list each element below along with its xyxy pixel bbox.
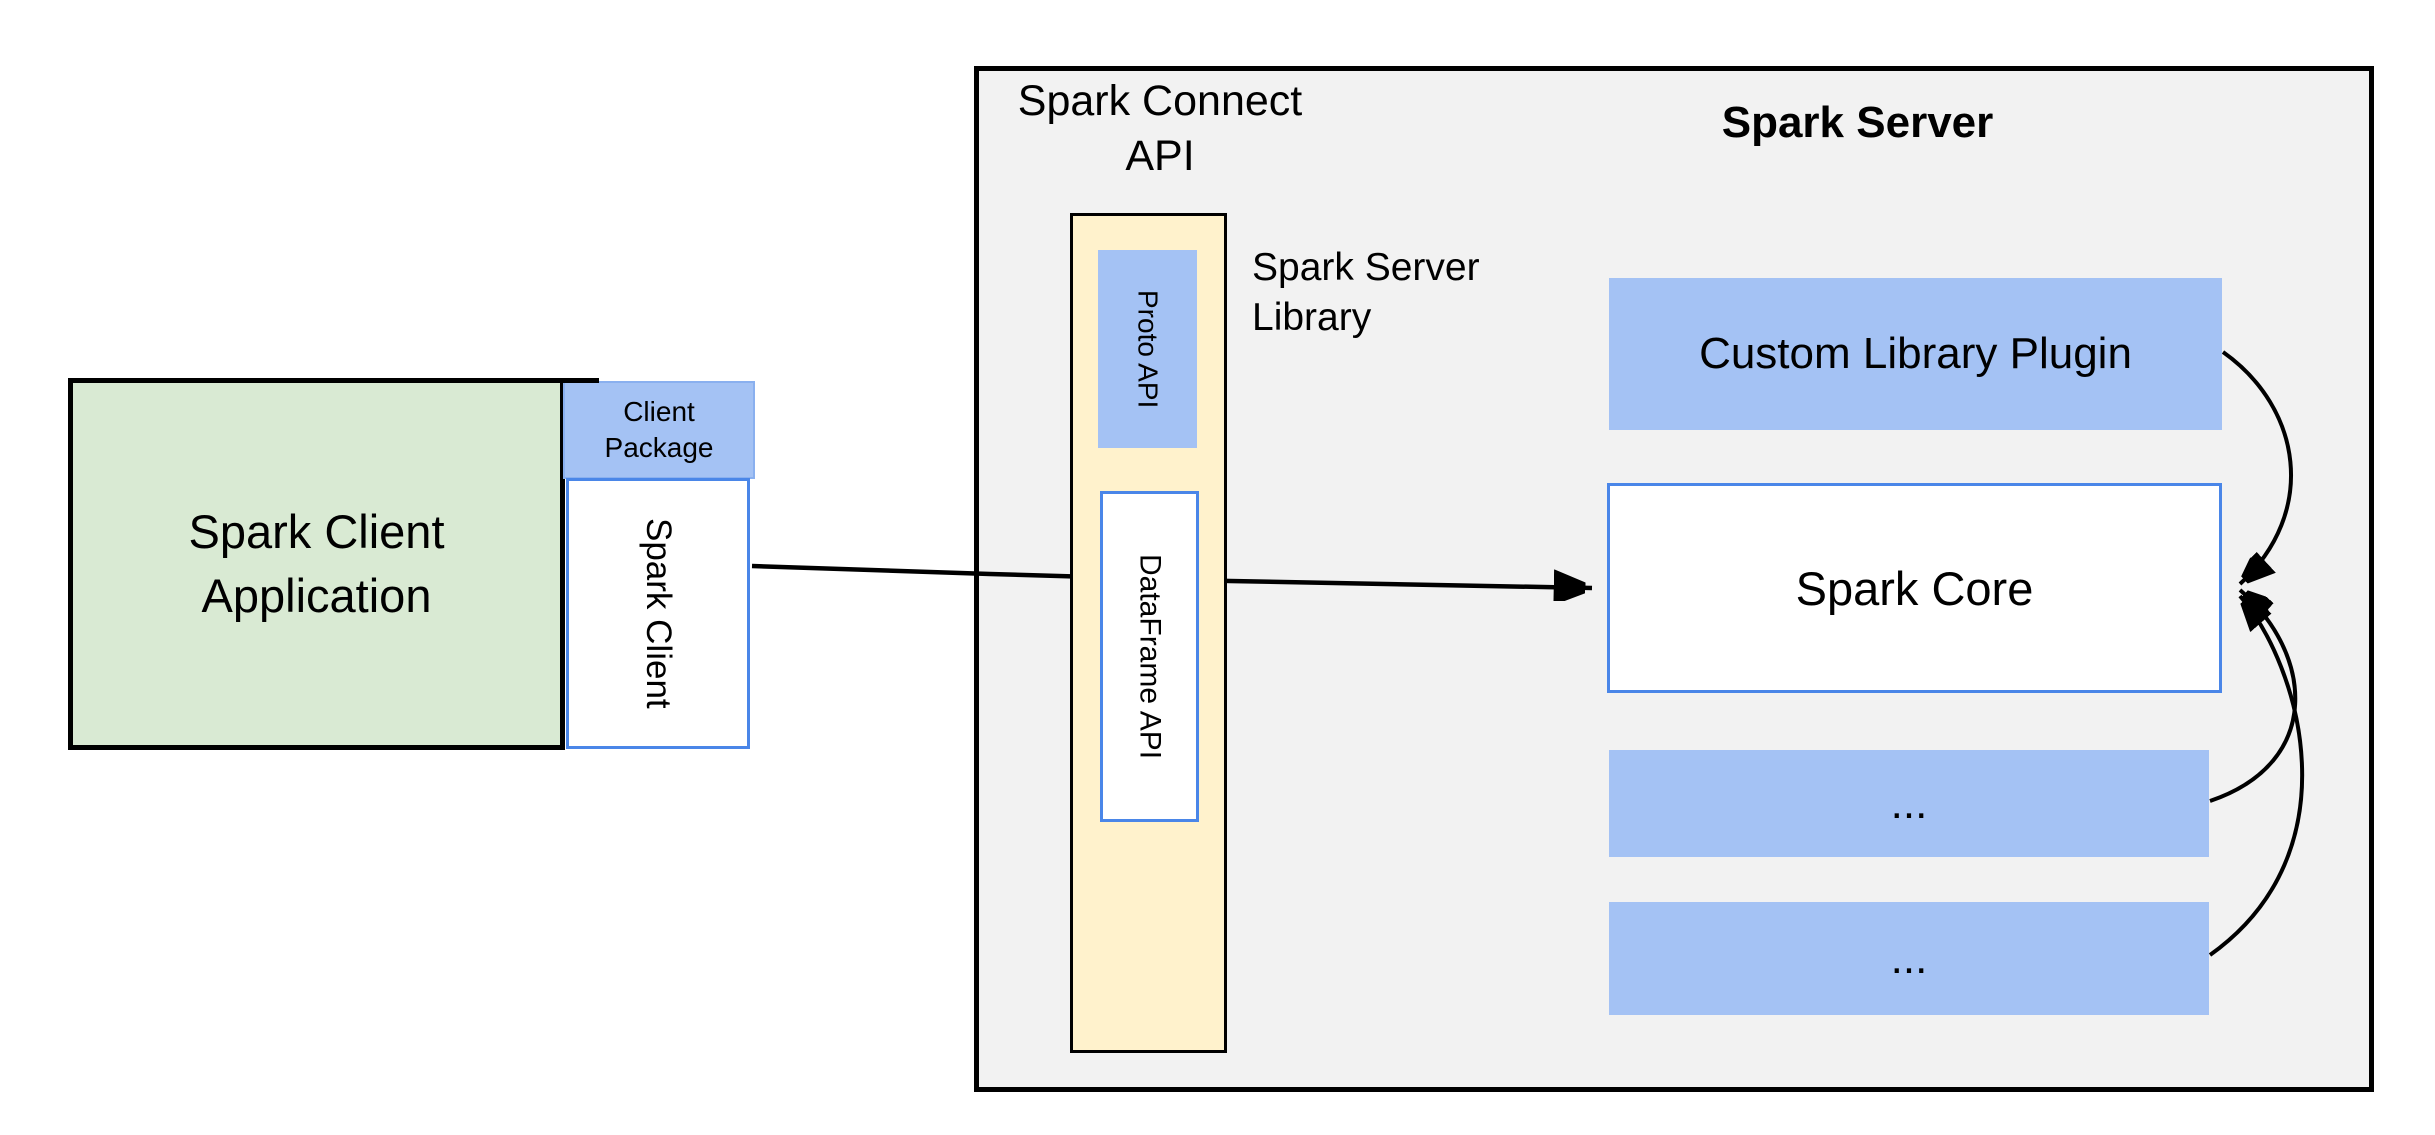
custom-library-plugin-label: Custom Library Plugin <box>1699 329 2132 378</box>
spark-connect-api-title-line2: API <box>1125 132 1195 180</box>
dataframe-api-label: DataFrame API <box>1133 553 1167 760</box>
client-package-label-line2: Package <box>604 432 714 463</box>
spark-client-application-box: Spark Client Application <box>68 378 565 750</box>
spark-server-library-label: Spark Server Library <box>1252 243 1582 343</box>
spark-client-box: Spark Client <box>566 478 750 749</box>
server-module-ellipsis-box-1: ... <box>1609 750 2209 857</box>
spark-client-application-label-line1: Spark Client <box>188 505 445 558</box>
client-package-box: Client Package <box>563 381 755 479</box>
custom-library-plugin-box: Custom Library Plugin <box>1609 278 2222 430</box>
server-module-ellipsis-label-1: ... <box>1890 778 1928 828</box>
server-module-ellipsis-box-2: ... <box>1609 902 2209 1015</box>
spark-core-box: Spark Core <box>1607 483 2222 693</box>
spark-client-application-label: Spark Client Application <box>189 500 445 628</box>
spark-connect-api-title: Spark Connect API <box>990 74 1330 184</box>
proto-api-box: Proto API <box>1098 250 1197 448</box>
spark-server-library-label-line1: Spark Server <box>1252 246 1480 289</box>
dataframe-api-box: DataFrame API <box>1100 491 1199 822</box>
green-box-border-overhang <box>563 378 599 383</box>
proto-api-label: Proto API <box>1132 289 1164 409</box>
spark-server-title: Spark Server <box>1721 98 1994 147</box>
spark-client-label: Spark Client <box>639 518 678 709</box>
spark-client-application-label-line2: Application <box>201 569 432 622</box>
spark-connect-api-title-line1: Spark Connect <box>1017 77 1303 125</box>
spark-core-label: Spark Core <box>1795 561 2034 615</box>
spark-server-library-label-line2: Library <box>1252 296 1372 339</box>
server-module-ellipsis-label-2: ... <box>1890 933 1928 983</box>
client-package-label-line1: Client <box>623 396 695 427</box>
